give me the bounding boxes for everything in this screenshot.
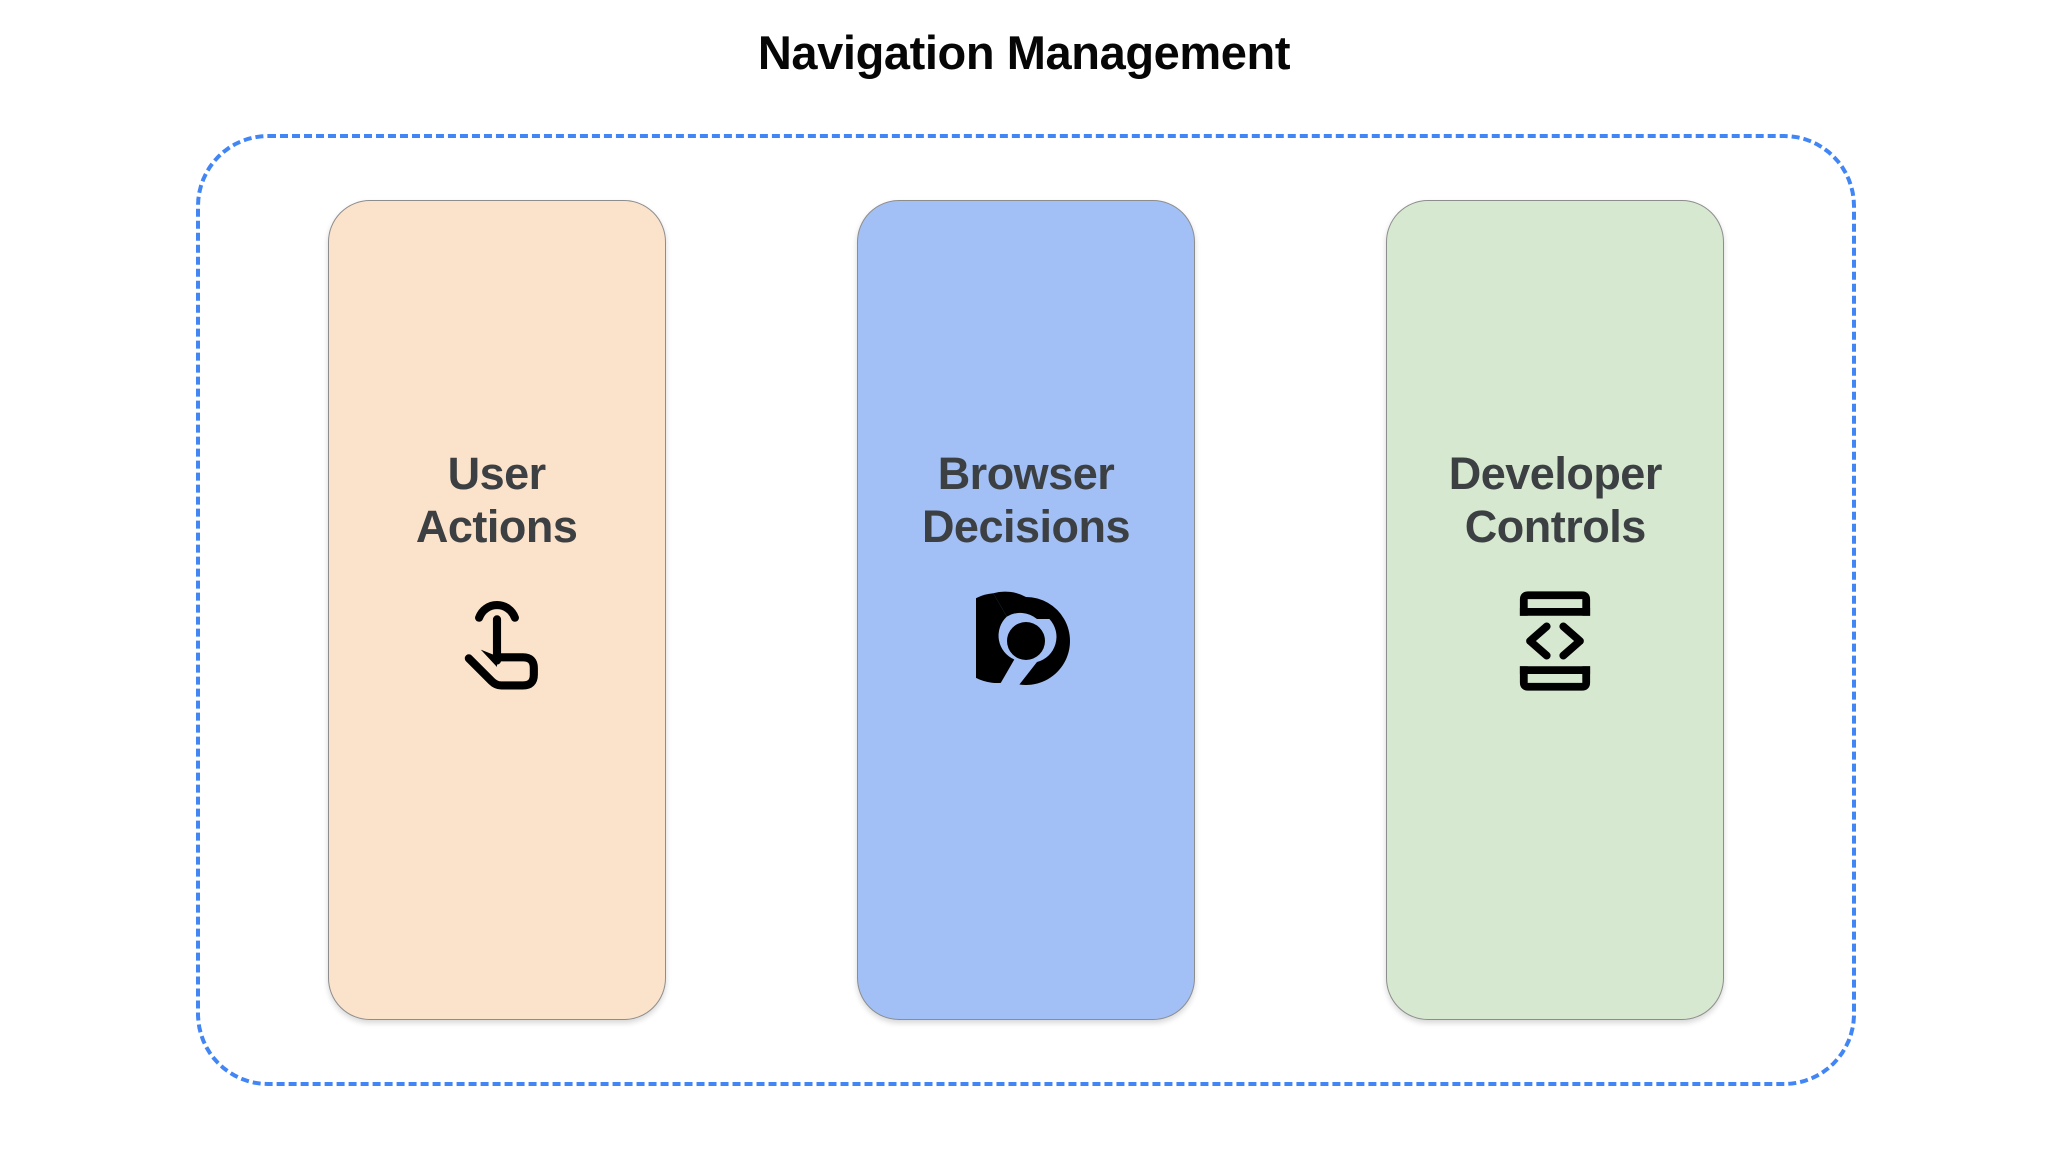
- navigation-management-group-boundary: [196, 134, 1856, 1086]
- touch-gesture-icon: [445, 589, 549, 693]
- cards-row: User Actions Browser Decisions: [196, 134, 1856, 1086]
- card-title-browser-decisions: Browser Decisions: [921, 448, 1131, 553]
- card-user-actions[interactable]: User Actions: [327, 200, 666, 1020]
- card-developer-controls[interactable]: Developer Controls: [1386, 200, 1725, 1020]
- chrome-logo-icon: [974, 589, 1078, 693]
- card-title-user-actions: User Actions: [415, 448, 578, 553]
- card-title-developer-controls: Developer Controls: [1448, 448, 1663, 553]
- card-browser-decisions[interactable]: Browser Decisions: [856, 200, 1195, 1020]
- device-code-brackets-icon: [1503, 589, 1607, 693]
- page-title: Navigation Management: [757, 26, 1291, 79]
